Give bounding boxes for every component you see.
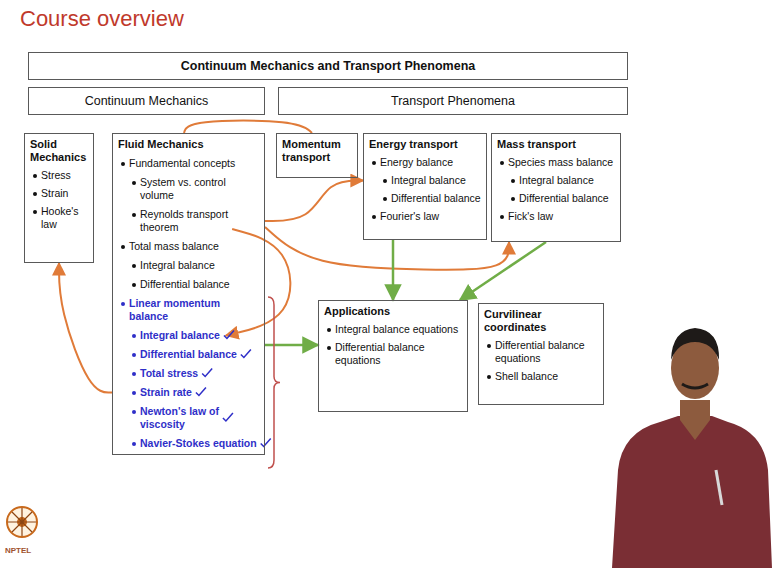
connector <box>59 263 112 393</box>
presenter-neck <box>680 400 710 440</box>
list-item: Hooke's law <box>30 205 88 231</box>
check-mark <box>224 331 234 339</box>
box-heading: Fluid Mechanics <box>118 138 259 151</box>
brace-mark <box>268 297 280 468</box>
check-mark <box>196 388 206 396</box>
connector <box>265 344 318 347</box>
header-band: Transport Phenomena <box>278 87 628 115</box>
check-mark <box>223 413 233 421</box>
band-label: Continuum Mechanics <box>85 95 209 108</box>
nptel-logo <box>7 507 37 537</box>
presenter-moustache <box>682 384 708 388</box>
connector <box>265 227 509 270</box>
list-item: Shell balance <box>484 370 598 383</box>
list-item: Strain <box>30 187 88 200</box>
list-item: Fourier's law <box>369 210 481 223</box>
list-item: Newton's law of viscosity <box>118 405 259 431</box>
list-item: Species mass balance <box>497 156 615 169</box>
list-item: Energy balance <box>369 156 481 169</box>
header-band: Continuum Mechanics and Transport Phenom… <box>28 52 628 80</box>
band-label: Continuum Mechanics and Transport Phenom… <box>181 60 475 73</box>
presenter-pen <box>716 470 722 505</box>
box-heading: Mass transport <box>497 138 615 151</box>
connector <box>184 121 312 133</box>
list-item: Total mass balance <box>118 240 259 253</box>
presenter-figure <box>612 328 772 568</box>
logo-ring <box>7 507 37 537</box>
list-item: Differential balance equations <box>484 339 598 365</box>
slide-title: Course overview <box>20 6 184 32</box>
list-item: Differential balance <box>497 192 615 205</box>
band-label: Transport Phenomena <box>391 95 515 108</box>
topic-box: Curvilinear coordinatesDifferential bala… <box>478 303 604 405</box>
check-mark <box>241 350 251 358</box>
topic-box: Fluid MechanicsFundamental conceptsSyste… <box>112 133 265 455</box>
check-mark <box>261 439 271 447</box>
list-item: Strain rate <box>118 386 259 399</box>
box-heading: Momentum transport <box>282 138 352 164</box>
list-item: Fick's law <box>497 210 615 223</box>
connector <box>265 181 363 222</box>
annotation-arrow <box>226 229 290 336</box>
list-item: Fundamental concepts <box>118 157 259 170</box>
list-item: Stress <box>30 169 88 182</box>
list-item: Differential balance <box>118 348 259 361</box>
connector <box>392 240 395 300</box>
list-item: Navier-Stokes equation <box>118 437 259 450</box>
list-item: Differential balance equations <box>324 341 462 367</box>
check-mark <box>202 369 212 377</box>
box-heading: Energy transport <box>369 138 481 151</box>
topic-box: Momentum transport <box>276 133 358 178</box>
list-item: Integral balance equations <box>324 323 462 336</box>
topic-box: Solid MechanicsStressStrainHooke's law <box>24 133 94 263</box>
list-item: Differential balance <box>118 278 259 291</box>
list-item: Linear momentum balance <box>118 297 259 323</box>
list-item: Differential balance <box>369 192 481 205</box>
list-item: System vs. control volume <box>118 176 259 202</box>
header-band: Continuum Mechanics <box>28 87 265 115</box>
list-item: Reynolds transport theorem <box>118 208 259 234</box>
topic-box: Energy transportEnergy balanceIntegral b… <box>363 133 487 240</box>
list-item: Integral balance <box>118 259 259 272</box>
list-item: Integral balance <box>497 174 615 187</box>
list-item: Integral balance <box>118 329 259 342</box>
connector <box>460 242 546 300</box>
list-item: Total stress <box>118 367 259 380</box>
topic-box: ApplicationsIntegral balance equationsDi… <box>318 300 468 412</box>
presenter-shirt <box>612 416 772 568</box>
logo-label: NPTEL <box>5 546 31 555</box>
presenter-hair <box>671 328 719 360</box>
box-heading: Solid Mechanics <box>30 138 88 164</box>
box-heading: Curvilinear coordinates <box>484 308 598 334</box>
box-heading: Applications <box>324 305 462 318</box>
logo-spokes <box>8 508 36 536</box>
list-item: Integral balance <box>369 174 481 187</box>
topic-box: Mass transportSpecies mass balanceIntegr… <box>491 133 621 242</box>
